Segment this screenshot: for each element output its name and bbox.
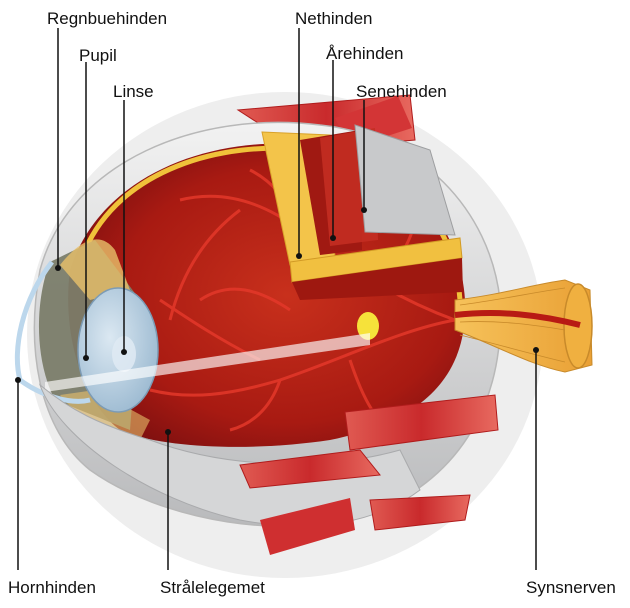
- label-hornhinden: Hornhinden: [8, 578, 96, 598]
- label-straalelegemet: Strålelegemet: [160, 578, 265, 598]
- label-linse: Linse: [113, 82, 154, 102]
- label-nethinden: Nethinden: [295, 9, 373, 29]
- label-regnbuehinden: Regnbuehinden: [47, 9, 167, 29]
- label-synsnerven: Synsnerven: [526, 578, 616, 598]
- label-aarehinden: Årehinden: [326, 44, 404, 64]
- label-senehinden: Senehinden: [356, 82, 447, 102]
- label-pupil: Pupil: [79, 46, 117, 66]
